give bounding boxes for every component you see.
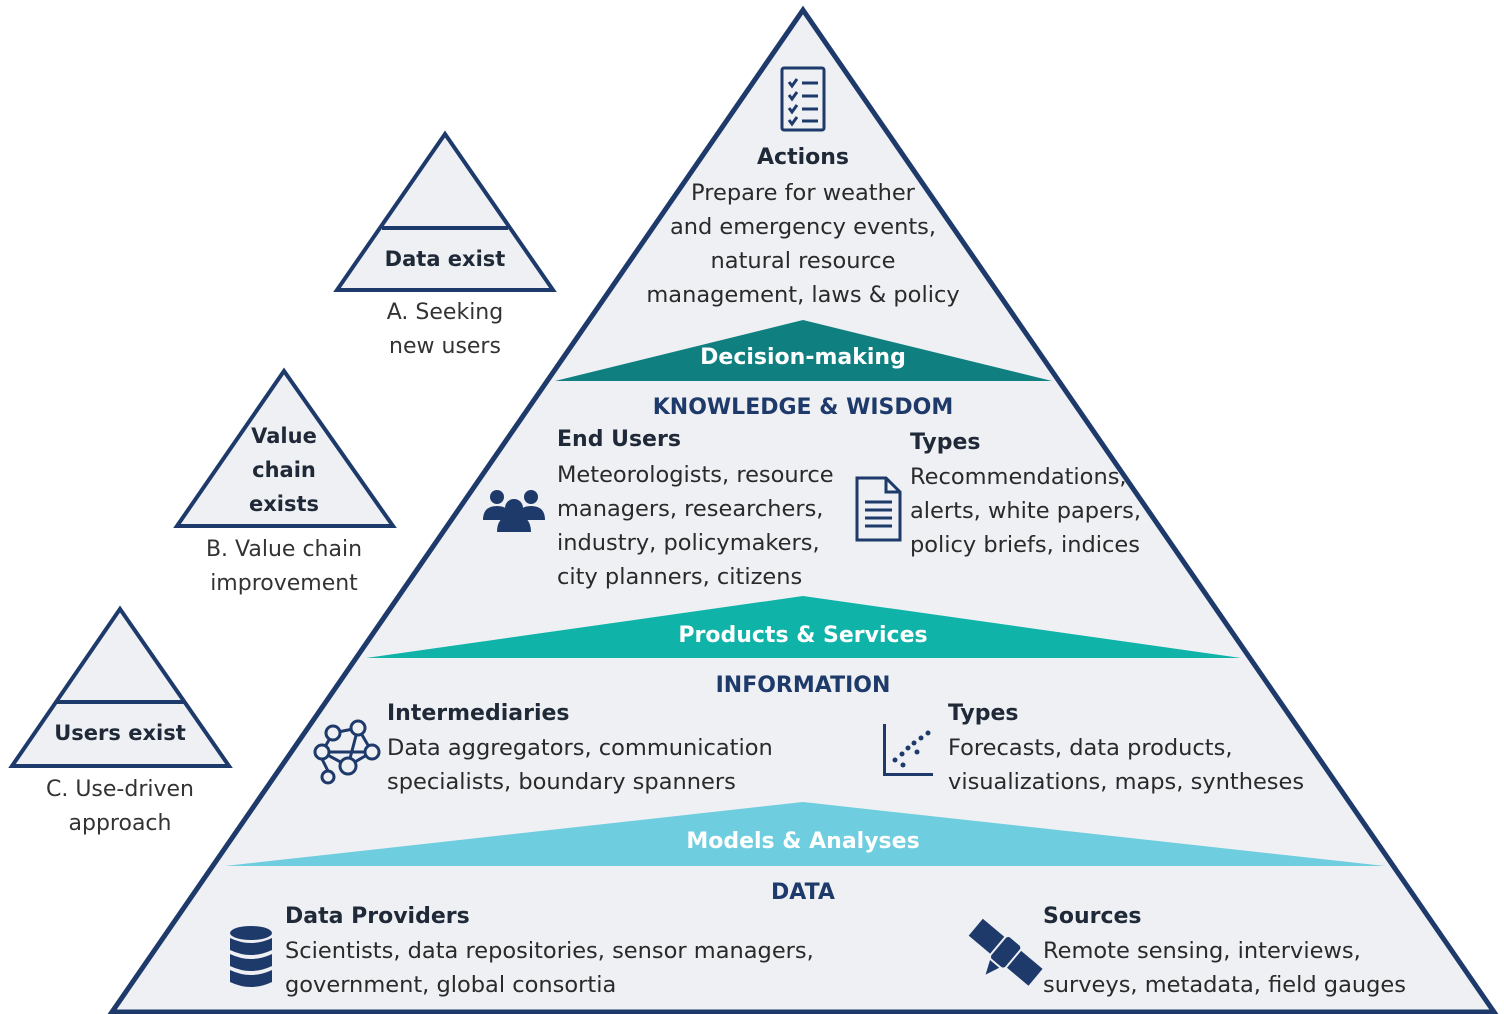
sources-line: surveys, metadata, field gauges [1043,972,1406,998]
data-providers-text: Scientists, data repositories, sensor ma… [285,934,814,1002]
knowledge-types-line: Recommendations, [910,464,1127,490]
actions-line: Prepare for weather [691,180,915,206]
data-providers-line: government, global consortia [285,972,617,998]
approach-b-label-line: chain [252,458,316,482]
models-analyses-band [225,802,1385,866]
information-heading: INFORMATION [715,673,891,698]
approach-b-label-line: exists [248,492,320,516]
products-services-band [366,596,1241,658]
approach-a-label: Data exist [384,247,506,271]
people-group-icon [483,490,545,532]
database-icon [230,926,272,987]
approach-b-label: Value chain exists [184,419,384,521]
information-types-line: visualizations, maps, syntheses [948,769,1305,795]
intermediaries-line: Data aggregators, communication [387,735,773,761]
end-users-text: Meteorologists, resource managers, resea… [557,458,834,594]
data-heading: DATA [771,880,835,905]
approach-a-triangle [333,130,557,292]
document-icon [855,476,902,542]
approach-a-caption-line: A. Seeking [386,300,504,325]
approach-c-label: Users exist [54,721,186,745]
checklist-icon [780,66,826,132]
information-types-title: Types [948,701,1019,726]
network-icon [313,719,381,785]
data-providers-line: Scientists, data repositories, sensor ma… [285,938,814,964]
actions-text: Prepare for weather and emergency events… [603,176,1003,312]
approach-c-caption: C. Use-driven approach [0,773,240,841]
approach-c-triangle [8,605,233,768]
actions-line: and emergency events, [669,214,937,240]
scatter-plot-icon [883,724,933,776]
decision-making-band [555,320,1052,381]
main-pyramid [107,5,1499,1014]
approach-c-caption-line: C. Use-driven [45,777,194,802]
approach-c-caption-line: approach [68,811,172,836]
knowledge-types-text: Recommendations, alerts, white papers, p… [910,460,1141,562]
intermediaries-title: Intermediaries [387,701,570,726]
knowledge-types-line: alerts, white papers, [910,498,1142,524]
knowledge-types-line: policy briefs, indices [910,532,1140,558]
approach-b-triangle [173,367,397,528]
data-providers-title: Data Providers [285,904,470,929]
sources-line: Remote sensing, interviews, [1043,938,1361,964]
end-users-line: managers, researchers, [557,496,824,522]
end-users-line: industry, policymakers, [557,530,820,556]
approach-b-caption-line: B. Value chain [205,537,363,562]
knowledge-wisdom-heading: KNOWLEDGE & WISDOM [652,395,954,420]
intermediaries-text: Data aggregators, communication speciali… [387,731,773,799]
information-types-line: Forecasts, data products, [948,735,1233,761]
intermediaries-line: specialists, boundary spanners [387,769,736,795]
approach-a-caption-line: new users [389,334,501,359]
actions-line: natural resource [710,248,896,274]
end-users-line: city planners, citizens [557,564,803,590]
approach-b-caption-line: improvement [210,571,358,596]
approach-b-caption: B. Value chain improvement [164,533,404,601]
sources-title: Sources [1043,904,1142,929]
end-users-line: Meteorologists, resource [557,462,834,488]
information-types-text: Forecasts, data products, visualizations… [948,731,1304,799]
decision-making-label: Decision-making [700,345,906,370]
models-analyses-label: Models & Analyses [686,829,920,854]
approach-b-label-line: Value [251,424,317,448]
actions-line: management, laws & policy [646,282,960,308]
actions-title: Actions [757,145,849,170]
knowledge-types-title: Types [910,430,981,455]
approach-a-caption: A. Seeking new users [345,296,545,364]
products-services-label: Products & Services [678,623,928,648]
sources-text: Remote sensing, interviews, surveys, met… [1043,934,1406,1002]
end-users-title: End Users [557,427,681,452]
satellite-icon [968,918,1043,986]
